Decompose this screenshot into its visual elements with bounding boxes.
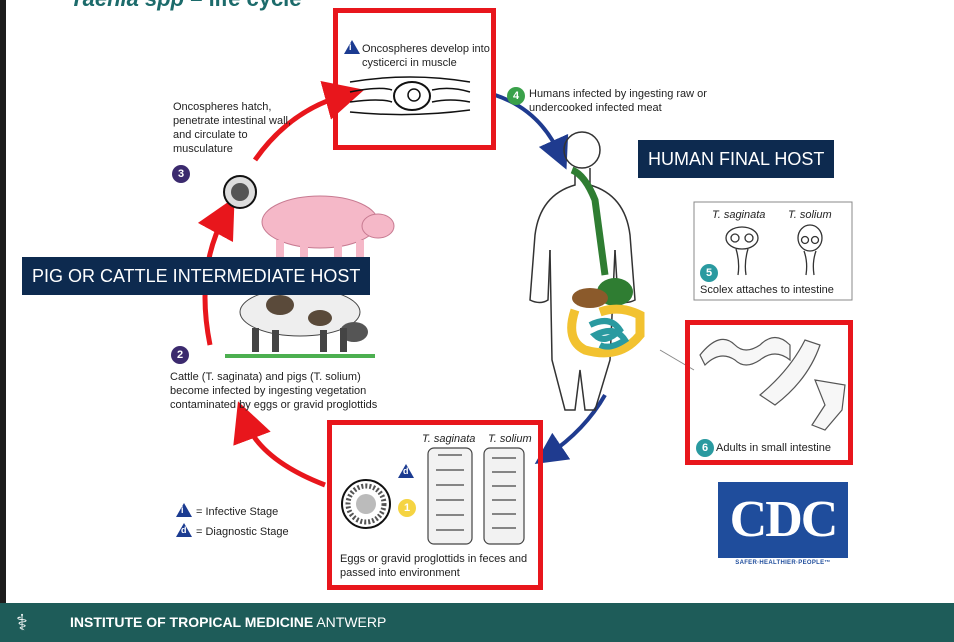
cdc-tagline: SAFER·HEALTHIER·PEOPLE™ [718,560,848,566]
step-3-marker: 3 [172,165,190,183]
liver [572,288,608,308]
legend-diagnostic-icon: d [176,523,192,537]
small-intestine [590,321,625,347]
pig-drawing [262,196,394,264]
intermediate-host-banner: PIG OR CATTLE INTERMEDIATE HOST [22,257,370,295]
cdc-logo-mark: CDC [718,482,848,558]
human-final-host-banner: HUMAN FINAL HOST [638,140,834,178]
cow-drawing [225,288,375,356]
label-scolex-solium: T. solium [788,208,832,222]
legend-diagnostic-label: = Diagnostic Stage [196,525,289,539]
legend-infective-label: = Infective Stage [196,505,278,519]
arrow-d-to-2 [245,420,325,485]
institute-logo-icon: ⚕ [8,610,36,636]
footer-rest: ANTWERP [313,614,386,630]
label-scolex-saginata: T. saginata [712,208,765,222]
label-cattle-pigs: Cattle (T. saginata) and pigs (T. solium… [170,370,400,412]
cdc-logo: CDC SAFER·HEALTHIER·PEOPLE™ [718,482,848,570]
footer-bold: INSTITUTE OF TROPICAL MEDICINE [70,614,313,630]
legend-infective-icon: i [176,503,192,517]
step-5-marker: 5 [700,264,718,282]
step-4-marker: 4 [507,87,525,105]
highlight-cysticerci [333,8,496,150]
footer-bar: ⚕ INSTITUTE OF TROPICAL MEDICINE ANTWERP [0,603,954,642]
esophagus [572,170,605,275]
label-scolex-attaches: Scolex attaches to intestine [700,283,834,297]
label-oncospheres-hatch: Oncospheres hatch, penetrate intestinal … [173,100,291,156]
footer-text: INSTITUTE OF TROPICAL MEDICINE ANTWERP [70,614,386,630]
step-2-marker: 2 [171,346,189,364]
highlight-adults [685,320,853,465]
highlight-eggs-proglottids [327,420,543,590]
scolex-drawings [726,225,822,275]
label-humans-infected: Humans infected by ingesting raw or unde… [529,87,729,115]
